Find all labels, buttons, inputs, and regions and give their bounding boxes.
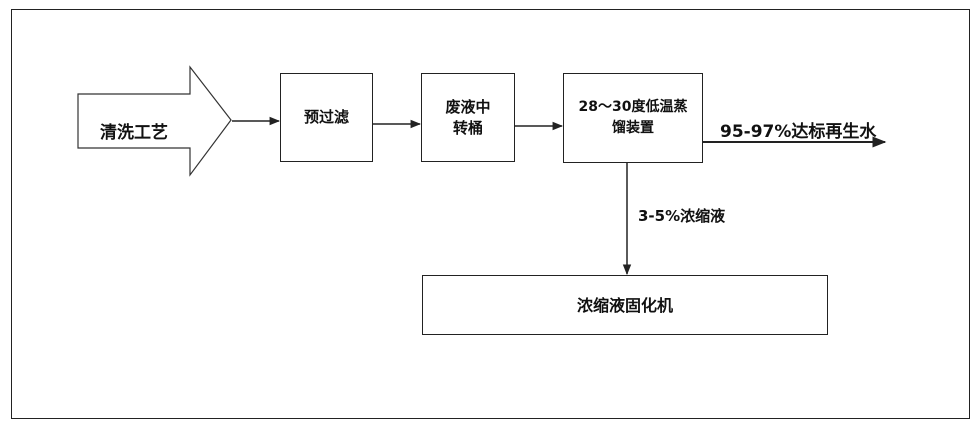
node-transfer-tank: 废液中 转桶 [421,73,515,162]
node-distill-line2: 馏装置 [612,120,654,136]
start-label: 清洗工艺 [100,123,168,143]
node-distill: 28～30度低温蒸 馏装置 [563,73,703,163]
diagram-frame [11,9,970,419]
node-solidifier-label: 浓缩液固化机 [576,295,673,315]
node-transfer-tank-line1: 废液中 [445,97,491,116]
node-transfer-tank-line2: 转桶 [452,118,483,137]
output-water-label: 95-97%达标再生水 [720,122,877,142]
start-block-arrow [77,65,232,177]
node-prefilter: 预过滤 [280,73,373,162]
node-solidifier: 浓缩液固化机 [422,275,828,335]
node-prefilter-label: 预过滤 [303,108,349,126]
output-concentrate-label: 3-5%浓缩液 [638,207,726,225]
node-distill-line1: 28～30度低温蒸 [578,99,688,115]
